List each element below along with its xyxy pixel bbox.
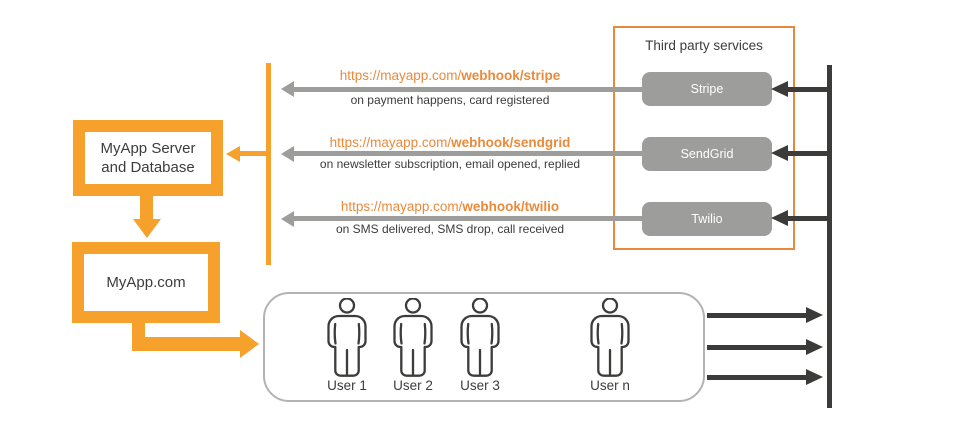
arrow-users-to-bus-3-stem bbox=[707, 374, 806, 380]
service-sendgrid-label: SendGrid bbox=[680, 147, 734, 161]
arrow-users-to-bus-1-stem bbox=[707, 312, 806, 318]
arrow-bus-to-server-stem bbox=[240, 151, 268, 156]
arrow-website-to-users-hstem bbox=[132, 336, 240, 351]
node-myapp-com: MyApp.com bbox=[72, 242, 220, 323]
arrow-website-to-users-head bbox=[240, 329, 259, 358]
user-icon bbox=[590, 298, 630, 377]
arrow-bus-to-server-head bbox=[226, 145, 240, 162]
arrow-server-to-website-stem bbox=[140, 194, 153, 220]
user-label: User 1 bbox=[327, 378, 367, 393]
arrow-bus-to-twilio-stem bbox=[788, 216, 828, 221]
event-bus-line bbox=[826, 65, 832, 408]
arrow-users-to-bus-3-head bbox=[806, 368, 823, 385]
arrow-twilio-to-bus-stem bbox=[294, 216, 643, 221]
webhook-url-twilio: https://mayapp.com/webhook/twilio bbox=[285, 199, 615, 214]
webhook-url-stripe-path: webhook/stripe bbox=[461, 68, 561, 83]
webhook-caption-sendgrid: on newsletter subscription, email opened… bbox=[319, 157, 581, 171]
user-icon bbox=[460, 298, 500, 377]
user-label: User 3 bbox=[460, 378, 500, 393]
webhook-url-sendgrid-prefix: https://mayapp.com/ bbox=[329, 134, 452, 150]
arrow-bus-to-stripe-head bbox=[771, 80, 788, 97]
webhook-url-stripe: https://mayapp.com/webhook/stripe bbox=[285, 68, 615, 83]
user-label: User 2 bbox=[393, 378, 433, 393]
arrow-sendgrid-to-bus-head bbox=[281, 145, 294, 162]
webhook-url-twilio-prefix: https://mayapp.com/ bbox=[340, 199, 463, 214]
user-icon bbox=[393, 298, 433, 377]
webhook-bus-line bbox=[265, 63, 271, 265]
webhook-url-stripe-prefix: https://mayapp.com/ bbox=[339, 68, 462, 83]
arrow-bus-to-stripe-stem bbox=[788, 86, 828, 92]
webhook-url-twilio-path: webhook/twilio bbox=[462, 199, 560, 214]
service-stripe: Stripe bbox=[642, 72, 772, 106]
arrow-bus-to-twilio-head bbox=[771, 210, 788, 226]
service-sendgrid: SendGrid bbox=[642, 137, 772, 171]
user-label: User n bbox=[590, 378, 630, 393]
arrow-users-to-bus-1-head bbox=[806, 306, 823, 323]
arrow-server-to-website-head bbox=[132, 219, 161, 238]
service-twilio-label: Twilio bbox=[691, 212, 723, 226]
third-party-services-title: Third party services bbox=[645, 38, 763, 53]
user-icon bbox=[327, 298, 367, 377]
webhook-url-sendgrid: https://mayapp.com/webhook/sendgrid bbox=[285, 135, 615, 150]
arrow-sendgrid-to-bus-stem bbox=[294, 151, 643, 156]
webhook-url-sendgrid-path: webhook/sendgrid bbox=[451, 134, 571, 150]
service-twilio: Twilio bbox=[642, 202, 772, 236]
webhook-caption-stripe: on payment happens, card registered bbox=[350, 92, 550, 107]
arrow-bus-to-sendgrid-head bbox=[771, 145, 788, 161]
arrow-bus-to-sendgrid-stem bbox=[788, 151, 828, 156]
arrow-users-to-bus-2-head bbox=[806, 338, 823, 355]
node-myapp-com-label: MyApp.com bbox=[106, 273, 186, 291]
arrow-users-to-bus-2-stem bbox=[707, 344, 806, 350]
third-party-services-box bbox=[613, 26, 795, 250]
node-myapp-server: MyApp Server and Database bbox=[73, 120, 223, 196]
arrow-stripe-to-bus-stem bbox=[294, 86, 643, 92]
node-myapp-server-label: MyApp Server and Database bbox=[100, 139, 196, 177]
arrow-stripe-to-bus-head bbox=[281, 81, 294, 97]
webhook-caption-twilio: on SMS delivered, SMS drop, call receive… bbox=[335, 222, 565, 236]
arrow-twilio-to-bus-head bbox=[281, 210, 294, 227]
service-stripe-label: Stripe bbox=[690, 82, 724, 96]
